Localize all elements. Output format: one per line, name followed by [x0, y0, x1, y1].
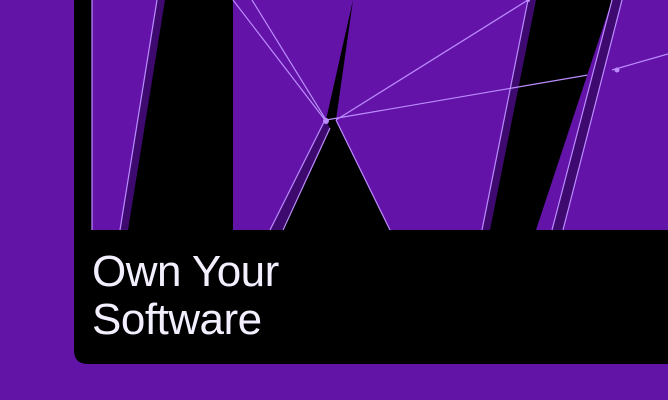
hero-title-line-1: Own Your	[92, 247, 279, 296]
hero-title-line-2: Software	[92, 295, 262, 344]
hero-title: Own Your Software	[92, 248, 512, 344]
